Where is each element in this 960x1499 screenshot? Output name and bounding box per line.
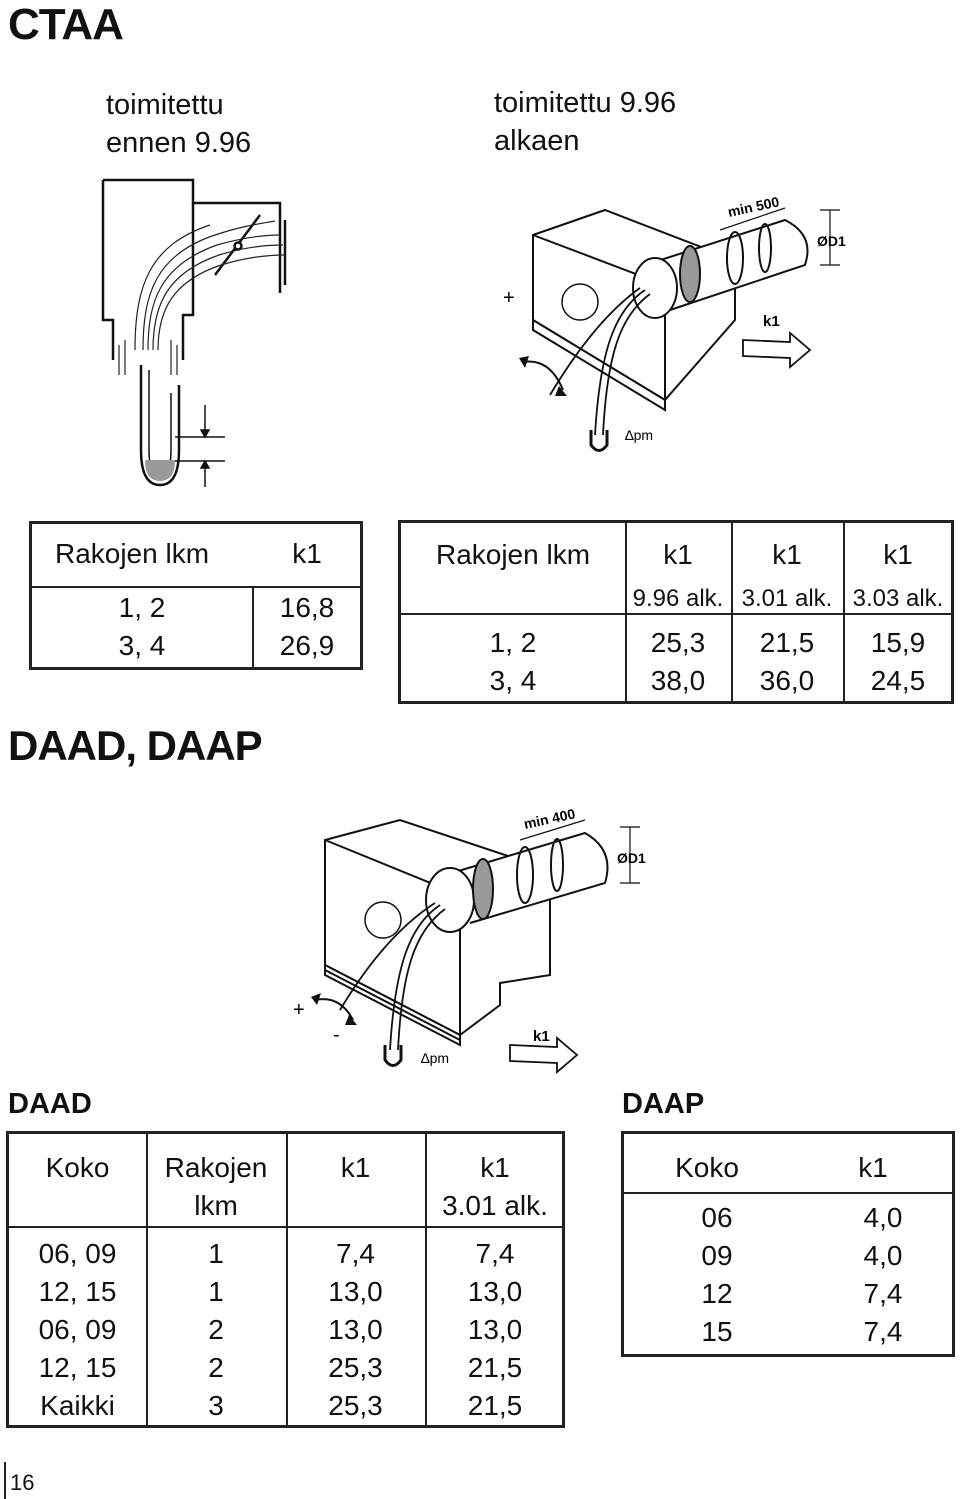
- table-cell: 15,9: [870, 627, 926, 658]
- ctaa-new-table: Rakojen lkm k1 k1 k1 9.96 alk. 3.01 alk.…: [398, 520, 954, 704]
- col-header-slots: Rakojen: [164, 1152, 268, 1183]
- table-cell: Kaikki: [40, 1390, 115, 1421]
- table-cell: 3: [208, 1390, 224, 1421]
- table-cell: 13,0: [467, 1276, 523, 1307]
- table-cell: 2: [208, 1314, 224, 1345]
- col-header-k1: k1: [340, 1152, 371, 1183]
- ctaa-k1-label: k1: [763, 313, 780, 330]
- ctaa-dim-min: min 500: [726, 193, 781, 220]
- table-cell: 12: [701, 1278, 733, 1309]
- col-header-k1: k1: [292, 538, 322, 569]
- col-subheader-date: 9.96 alk.: [632, 585, 724, 612]
- table-cell: 3, 4: [489, 665, 537, 696]
- table-cell: 4,0: [863, 1202, 903, 1233]
- page-number: 16: [10, 1470, 35, 1495]
- col-header-size: Koko: [45, 1152, 110, 1183]
- daad-dim-diameter: ØD1: [617, 850, 646, 866]
- col-header-k1: k1: [480, 1152, 510, 1183]
- table-cell: 25,3: [650, 627, 706, 658]
- table-cell: 7,4: [863, 1316, 903, 1347]
- table-cell: 1, 2: [489, 627, 537, 658]
- table-cell: 36,0: [759, 665, 815, 696]
- daad-daap-diagram: min 400 ØD1 k1 + - ∆pm: [293, 805, 646, 1074]
- col-header-k1: k1: [883, 539, 913, 570]
- table-cell: 12, 15: [38, 1276, 117, 1307]
- table-cell: 24,5: [870, 665, 926, 696]
- col-header-k1: k1: [772, 539, 802, 570]
- label-delivered-after: toimitettu 9.96 alkaen: [494, 84, 676, 160]
- label-after-line2: alkaen: [494, 125, 580, 157]
- col-header-size: Koko: [675, 1152, 739, 1183]
- col-header-slots: Rakojen lkm: [435, 539, 591, 570]
- table-cell: 12, 15: [38, 1352, 117, 1383]
- table-cell: 7,4: [863, 1278, 903, 1309]
- label-after-line1: toimitettu 9.96: [494, 87, 677, 119]
- ctaa-old-diagram: [101, 178, 287, 487]
- col-subheader-date: 3.01 alk.: [442, 1190, 548, 1221]
- daap-table: Koko k1 06 4,0 09 4,0 12 7,4 15 7,4: [621, 1131, 955, 1357]
- table-cell: 15: [701, 1316, 733, 1347]
- table-cell: 2: [208, 1352, 224, 1383]
- table-cell: 7,4: [336, 1238, 375, 1269]
- label-before-line1: toimitettu: [106, 89, 224, 121]
- table-cell: 26,9: [279, 630, 335, 661]
- table-cell: 1, 2: [118, 592, 166, 623]
- ctaa-dim-diameter: ØD1: [817, 233, 846, 249]
- section-title-daad: DAAD: [8, 1088, 92, 1120]
- table-cell: 06: [701, 1202, 733, 1233]
- section-title-daap: DAAP: [622, 1088, 705, 1120]
- col-header-k1: k1: [663, 539, 693, 570]
- table-cell: 06, 09: [38, 1314, 117, 1345]
- daad-plus-label: +: [293, 999, 305, 1021]
- table-cell: 06, 09: [38, 1238, 117, 1269]
- daad-k1-label: k1: [533, 1028, 550, 1045]
- col-subheader-date: 3.03 alk.: [852, 585, 944, 612]
- table-cell: 13,0: [328, 1314, 383, 1345]
- table-cell: 7,4: [475, 1238, 515, 1269]
- label-before-line2: ennen 9.96: [106, 127, 252, 159]
- daad-minus-label: -: [333, 1024, 340, 1046]
- label-delivered-before: toimitettu ennen 9.96: [106, 86, 251, 162]
- table-cell: 09: [701, 1240, 733, 1271]
- table-cell: 1: [208, 1276, 224, 1307]
- section-title-daad-daap: DAAD, DAAP: [8, 722, 263, 769]
- col-header-k1: k1: [858, 1152, 888, 1183]
- ctaa-plus-label: +: [503, 287, 515, 309]
- ctaa-dp-label: ∆pm: [625, 427, 653, 443]
- table-cell: 21,5: [467, 1390, 523, 1421]
- table-cell: 3, 4: [118, 630, 166, 661]
- daad-dim-min: min 400: [522, 805, 577, 832]
- table-cell: 13,0: [328, 1276, 383, 1307]
- table-cell: 25,3: [328, 1390, 383, 1421]
- table-cell: 16,8: [279, 592, 335, 623]
- col-header-slots-line2: lkm: [194, 1190, 238, 1221]
- daad-dp-label: ∆pm: [421, 1050, 449, 1066]
- col-header-slots: Rakojen lkm: [54, 538, 210, 569]
- table-cell: 25,3: [328, 1352, 383, 1383]
- ctaa-new-diagram: min 500 ØD1 k1 + ∆pm: [503, 193, 846, 452]
- table-cell: 21,5: [467, 1352, 523, 1383]
- table-cell: 13,0: [467, 1314, 523, 1345]
- col-subheader-date: 3.01 alk.: [741, 585, 833, 612]
- table-cell: 38,0: [650, 665, 706, 696]
- ctaa-old-table: Rakojen lkm k1 1, 2 16,8 3, 4 26,9: [29, 521, 363, 670]
- daad-table: Koko Rakojen lkm k1 k1 3.01 alk. 06, 09 …: [6, 1131, 565, 1428]
- table-cell: 1: [208, 1238, 224, 1269]
- section-title-ctaa: CTAA: [8, 0, 124, 49]
- page-margin-rule: [4, 1462, 6, 1499]
- table-cell: 4,0: [863, 1240, 903, 1271]
- table-cell: 21,5: [759, 627, 815, 658]
